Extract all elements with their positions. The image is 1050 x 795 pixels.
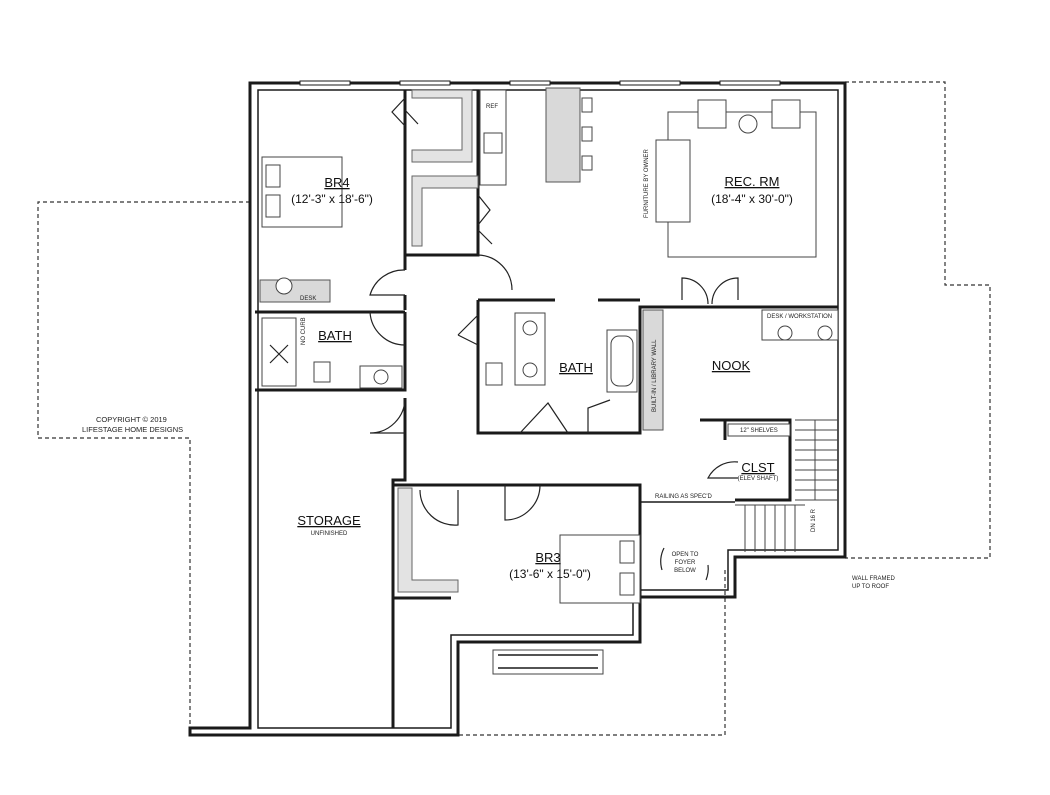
br3-door (419, 489, 459, 526)
rec-sofa (655, 139, 691, 223)
linen-closet-door (457, 314, 479, 346)
bar-stool-1 (581, 97, 593, 113)
rec-chair-1 (697, 99, 727, 129)
clst-name: CLST (741, 460, 774, 475)
br4-closet-top (411, 89, 473, 163)
foyer-arrow (660, 547, 709, 581)
storage-sub: UNFINISHED (311, 531, 348, 537)
br3-window-bay (492, 649, 604, 675)
stair (735, 419, 838, 552)
exterior-wall (188, 81, 847, 737)
hall-door-3 (477, 254, 513, 291)
br3-pillow-1 (619, 540, 635, 564)
desk-workstation-label: DESK / WORKSTATION (767, 314, 832, 320)
toilet-left (313, 361, 331, 383)
shower-drain (269, 344, 289, 364)
br3-dims: (13'-6" x 15'-0") (509, 567, 591, 581)
br4-pillow-2 (265, 194, 281, 218)
bath-door-left (369, 311, 406, 346)
sink-left (373, 369, 389, 385)
rec-rug (667, 111, 817, 258)
closet-door-1 (391, 97, 419, 127)
clst-sub: (ELEV SHAFT) (738, 476, 779, 482)
rec-side-table (738, 114, 758, 134)
shelves-label: 12" SHELVES (740, 428, 778, 434)
shower (261, 317, 297, 387)
rec-chair-2 (771, 99, 801, 129)
wall-framed-2: UP TO ROOF (852, 584, 889, 590)
railing-label: RAILING AS SPEC'D (655, 494, 712, 500)
sink (483, 132, 503, 154)
open-to-foyer-2: FOYER (675, 560, 696, 566)
bath-door-center-2 (587, 399, 611, 433)
sink-center-2 (522, 362, 538, 378)
roof-outline-left (37, 201, 250, 729)
bar-stool-3 (581, 155, 593, 171)
bath-door-center (519, 402, 569, 434)
sink-center-1 (522, 320, 538, 336)
bar-stool-2 (581, 126, 593, 142)
nook-chair-2 (817, 325, 833, 341)
open-to-foyer-1: OPEN TO (672, 552, 699, 558)
no-curb-label: NO CURB (301, 317, 307, 345)
bath-center-name: BATH (559, 360, 593, 375)
open-to-foyer-3: BELOW (674, 568, 696, 574)
copyright-2: LIFESTAGE HOME DESIGNS (82, 425, 183, 434)
br4-name: BR4 (324, 175, 349, 190)
bath-left-name: BATH (318, 328, 352, 343)
closet-door-2 (477, 194, 493, 245)
closet-door (707, 461, 739, 479)
rec-rm-dims: (18'-4" x 30'-0") (711, 192, 793, 206)
br3-bay-lines (498, 654, 598, 669)
rec-rm-name: REC. RM (725, 174, 780, 189)
rec-double-door (681, 277, 739, 305)
br3-door-2 (504, 484, 541, 521)
storage-name: STORAGE (297, 513, 361, 528)
br4-pillow-1 (265, 164, 281, 188)
copyright-1: COPYRIGHT © 2019 (96, 415, 167, 424)
nook-chair-1 (777, 325, 793, 341)
br3-closet (397, 487, 459, 593)
hall-door-2 (369, 397, 406, 434)
br4-dims: (12'-3" x 18'-6") (291, 192, 373, 206)
nook-name: NOOK (712, 358, 751, 373)
br4-chair (275, 277, 293, 295)
tub-inner (610, 335, 634, 387)
br4-closet-bottom (411, 175, 479, 247)
br4-desk (259, 279, 331, 303)
furniture-note: FURNITURE BY OWNER (644, 148, 650, 218)
library-wall (642, 309, 664, 431)
wall-framed-1: WALL FRAMED (852, 576, 896, 582)
roof-outline-right (845, 81, 991, 559)
br3-pillow-2 (619, 572, 635, 596)
library-wall-label: BUILT-IN / LIBRARY WALL (652, 339, 658, 412)
toilet-center (485, 362, 503, 386)
br3-name: BR3 (535, 550, 560, 565)
shelves (727, 423, 791, 437)
ref-label: REF (486, 104, 498, 110)
windows-top (299, 80, 781, 86)
hall-door-1 (369, 269, 406, 296)
bar-island (545, 87, 581, 183)
stair-dn-label: DN 16 R (811, 508, 817, 532)
br4-desk-label: DESK (300, 296, 316, 302)
